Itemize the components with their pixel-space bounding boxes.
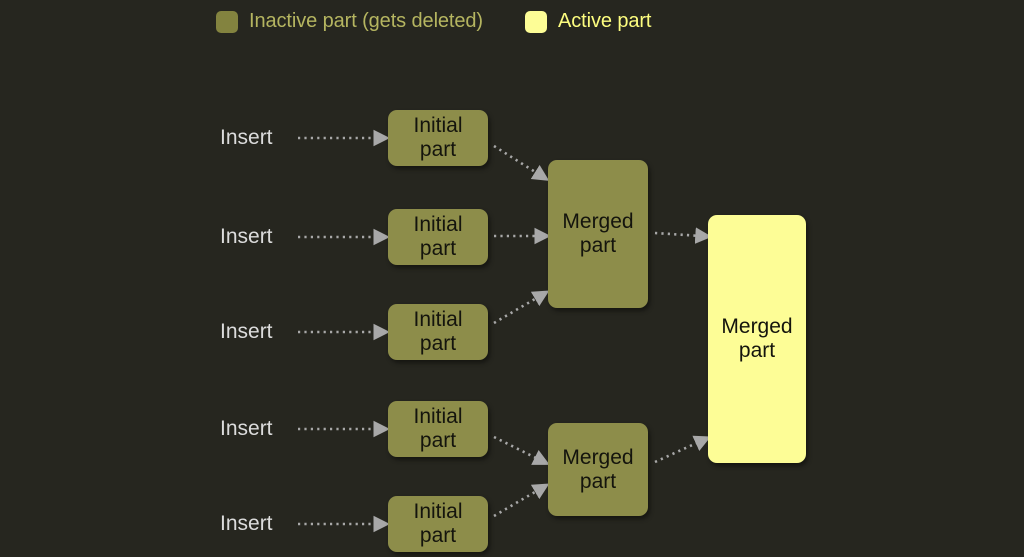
merged-part-node-2[interactable]: Merged part — [548, 423, 648, 516]
initial-part-line1: Initial — [413, 114, 463, 138]
initial-part-line1: Initial — [413, 405, 463, 429]
legend: Inactive part (gets deleted) Active part — [216, 10, 651, 33]
merged-part-node-1[interactable]: Merged part — [548, 160, 648, 308]
insert-label-1: Insert — [220, 126, 273, 149]
initial-part-line2: part — [419, 332, 457, 355]
initial-part-line1: Initial — [413, 500, 463, 524]
initial-part-node-1[interactable]: Initial part — [388, 110, 488, 166]
initial-part-node-3[interactable]: Initial part — [388, 304, 488, 360]
active-part-swatch — [525, 10, 547, 33]
arrow-initial-4-to-merged-2 — [493, 435, 550, 465]
merged-part-line1: Merged — [562, 445, 634, 469]
merged-part-line1: Merged — [562, 210, 634, 234]
initial-part-line1: Initial — [413, 308, 463, 332]
insert-label-2: Insert — [220, 225, 273, 248]
initial-part-line2: part — [419, 237, 457, 260]
legend-label-inactive: Inactive part (gets deleted) — [249, 10, 483, 32]
final-part-line2: part — [738, 339, 776, 362]
initial-part-line1: Initial — [413, 213, 463, 237]
initial-part-node-2[interactable]: Initial part — [388, 209, 488, 265]
legend-item-active: Active part — [525, 10, 651, 33]
initial-part-line2: part — [419, 524, 457, 547]
inactive-part-swatch — [216, 10, 238, 33]
insert-label-3: Insert — [220, 320, 273, 343]
arrow-initial-1-to-merged-1 — [493, 144, 550, 181]
insert-label-4: Insert — [220, 417, 273, 440]
insert-label-5: Insert — [220, 512, 273, 535]
merged-part-line2: part — [579, 234, 617, 257]
arrow-initial-5-to-merged-2 — [493, 483, 550, 518]
arrow-initial-3-to-merged-1 — [493, 290, 550, 325]
arrow-merged-2-to-final — [654, 435, 711, 464]
initial-part-line2: part — [419, 429, 457, 452]
initial-part-node-4[interactable]: Initial part — [388, 401, 488, 457]
legend-item-inactive: Inactive part (gets deleted) — [216, 10, 483, 33]
final-part-line1: Merged — [721, 315, 793, 339]
final-merged-part-node[interactable]: Merged part — [708, 215, 806, 463]
legend-label-active: Active part — [558, 10, 652, 32]
initial-part-node-5[interactable]: Initial part — [388, 496, 488, 552]
initial-part-line2: part — [419, 138, 457, 161]
arrow-merged-1-to-final — [654, 227, 712, 244]
merged-part-line2: part — [579, 469, 617, 493]
